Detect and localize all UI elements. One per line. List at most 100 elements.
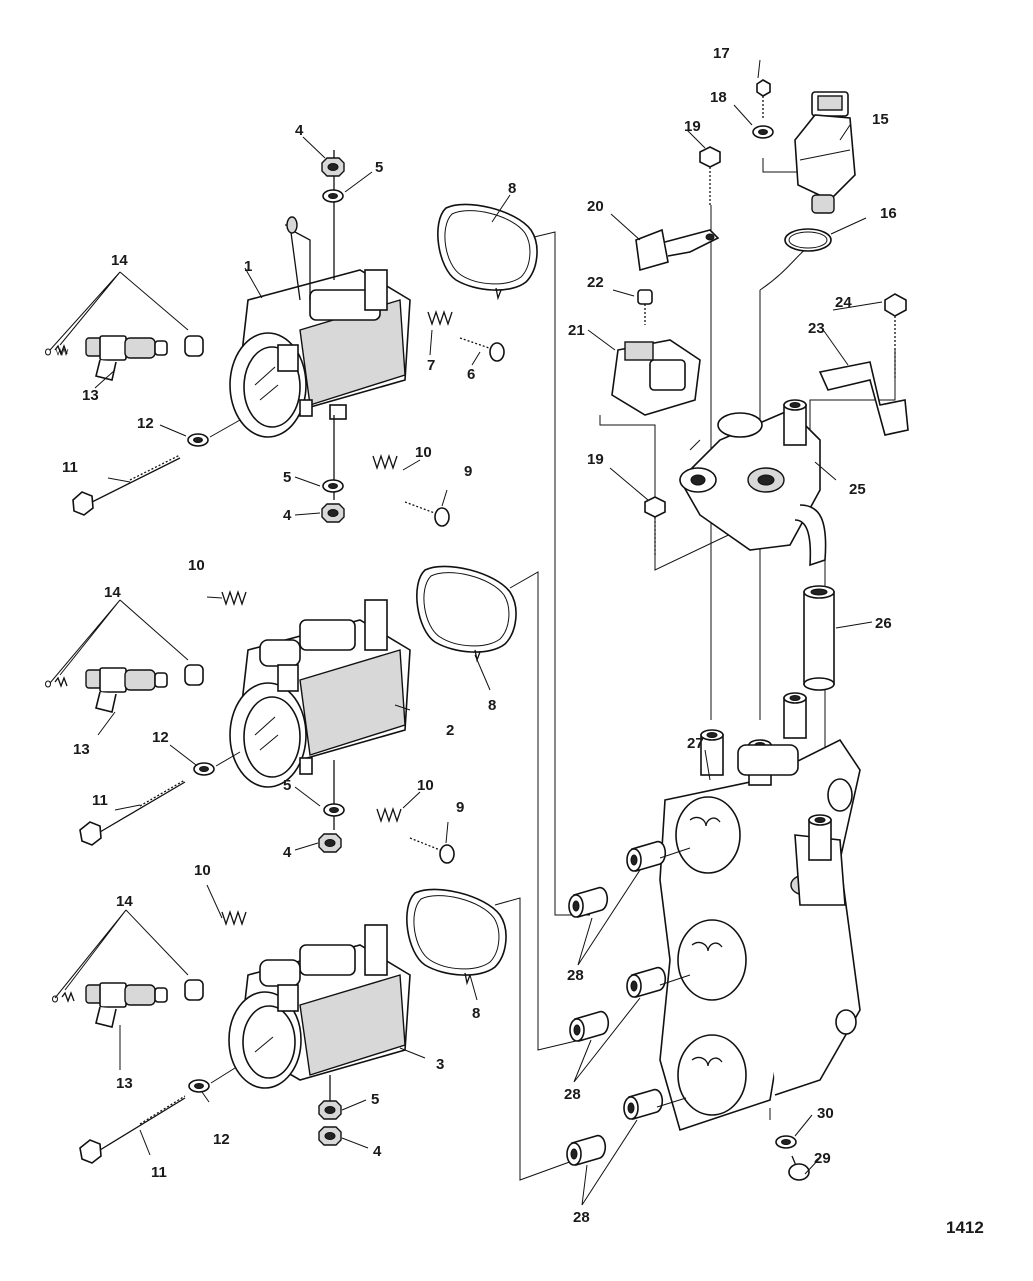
- injector-2: [85, 667, 168, 713]
- callout-8: 8: [472, 1005, 480, 1022]
- spring-10d: [221, 911, 247, 925]
- sleeve-28b: [626, 840, 667, 872]
- callout-22: 22: [587, 274, 604, 291]
- callout-16: 16: [880, 205, 897, 222]
- callout-3: 3: [436, 1056, 444, 1073]
- washer-12a: [187, 433, 209, 447]
- callout-29: 29: [814, 1150, 831, 1167]
- bolt-24: [884, 293, 907, 378]
- callout-13: 13: [116, 1075, 133, 1092]
- callout-12: 12: [213, 1131, 230, 1148]
- throttle-body-1: [229, 150, 411, 500]
- callout-28: 28: [573, 1209, 590, 1226]
- callout-25: 25: [849, 481, 866, 498]
- washer-12b: [193, 762, 215, 776]
- sleeve-28c: [569, 1010, 610, 1042]
- sleeve-28f: [623, 1088, 664, 1120]
- callout-14: 14: [116, 893, 133, 910]
- oring-14c: [52, 979, 204, 1003]
- washer-top-1: [322, 189, 344, 203]
- callout-labels: 1 2 3 4 4 4 4 5 5 5 5 6 7 8 8 8 9 9 10 1…: [62, 45, 897, 1226]
- washer-18: [752, 125, 774, 139]
- callout-26: 26: [875, 615, 892, 632]
- oring-14a: [45, 335, 204, 357]
- spring-10a: [372, 455, 398, 469]
- nut-bottom-1: [321, 503, 345, 523]
- callout-4: 4: [283, 507, 292, 524]
- sleeve-28a: [568, 886, 609, 918]
- sensor-21: [611, 339, 701, 416]
- spring-10c: [376, 808, 402, 822]
- nut-bottom-2: [318, 833, 342, 853]
- callout-27: 27: [687, 735, 704, 752]
- callout-14: 14: [104, 584, 121, 601]
- bolt-17: [756, 79, 771, 118]
- cover-25: [679, 399, 827, 567]
- bolt-22: [637, 289, 653, 325]
- callout-19: 19: [587, 451, 604, 468]
- sleeve-28e: [566, 1134, 607, 1166]
- callout-7: 7: [427, 357, 435, 374]
- callout-2: 2: [446, 722, 454, 739]
- callout-5: 5: [371, 1091, 379, 1108]
- callout-5: 5: [375, 159, 383, 176]
- callout-21: 21: [568, 322, 585, 339]
- callout-30: 30: [817, 1105, 834, 1122]
- callout-11: 11: [92, 792, 108, 809]
- screw-9a: [404, 501, 450, 527]
- gasket-1: [437, 203, 538, 299]
- sleeve-28d: [626, 966, 667, 998]
- callout-4: 4: [283, 844, 292, 861]
- injector-3: [85, 982, 168, 1028]
- washer-bottom-2: [323, 803, 345, 817]
- callout-leaders: [49, 59, 883, 1206]
- spring-10b: [221, 591, 247, 605]
- callout-14: 14: [111, 252, 128, 269]
- hose-26: [803, 585, 835, 691]
- washer-bottom-1: [322, 479, 344, 493]
- screw-9b: [409, 837, 455, 864]
- spring-7: [427, 311, 453, 325]
- nut-4c: [318, 1126, 342, 1146]
- callout-8: 8: [488, 697, 496, 714]
- nut-top-1: [321, 157, 345, 177]
- callout-4: 4: [373, 1143, 382, 1160]
- callout-11: 11: [62, 459, 78, 476]
- oring-14b: [45, 664, 204, 688]
- callout-28: 28: [564, 1086, 581, 1103]
- callout-8: 8: [508, 180, 516, 197]
- callout-28: 28: [567, 967, 584, 984]
- callout-15: 15: [872, 111, 889, 128]
- callout-10: 10: [194, 862, 211, 879]
- callout-11: 11: [151, 1164, 167, 1181]
- callout-5: 5: [283, 469, 291, 486]
- callout-10: 10: [415, 444, 432, 461]
- callout-13: 13: [82, 387, 99, 404]
- intake-manifold-27: [659, 692, 861, 1132]
- callout-18: 18: [710, 89, 727, 106]
- callout-9: 9: [464, 463, 472, 480]
- bracket-20: [635, 228, 720, 272]
- callout-6: 6: [467, 366, 475, 383]
- bolt-19b: [644, 496, 666, 555]
- callout-1: 1: [244, 258, 252, 275]
- callout-5: 5: [283, 777, 291, 794]
- gasket-3: [406, 888, 507, 984]
- callout-4: 4: [295, 122, 304, 139]
- bolt-19a: [699, 146, 721, 205]
- callout-12: 12: [152, 729, 169, 746]
- callout-17: 17: [713, 45, 730, 62]
- bolt-11b: [79, 779, 186, 846]
- callout-19: 19: [684, 118, 701, 135]
- callout-20: 20: [587, 198, 604, 215]
- washer-12c: [188, 1079, 210, 1093]
- injector-1: [85, 335, 168, 381]
- callout-24: 24: [835, 294, 852, 311]
- bolt-11c: [79, 1095, 186, 1164]
- throttle-body-2: [229, 599, 411, 830]
- callout-23: 23: [808, 320, 825, 337]
- screw-29: [788, 1155, 810, 1181]
- callout-12: 12: [137, 415, 154, 432]
